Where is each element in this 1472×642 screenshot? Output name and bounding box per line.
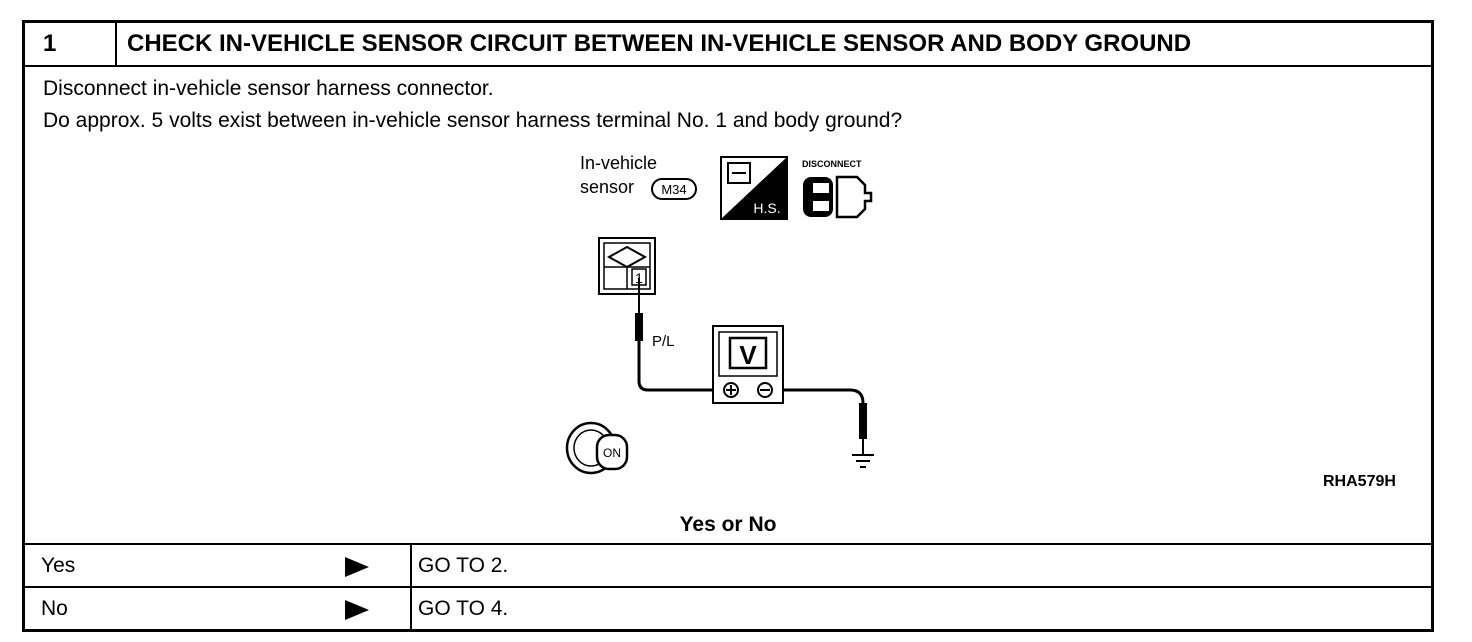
step-number: 1 [25, 23, 117, 65]
instructions: Disconnect in-vehicle sensor harness con… [43, 73, 902, 137]
positive-test-lead [635, 278, 713, 392]
instruction-line-2: Do approx. 5 volts exist between in-vehi… [43, 109, 903, 132]
answer-rows: Yes GO TO 2. No GO TO 4. [25, 543, 1431, 629]
voltmeter: V [712, 325, 784, 404]
action-yes: GO TO 2. [410, 545, 1418, 586]
harness-side-icon: H.S. [720, 156, 788, 220]
sensor-connector-face: 1 [598, 237, 656, 295]
ground-symbol [852, 454, 874, 468]
reference-code: RHA579H [1323, 473, 1396, 490]
arrow-icon [345, 557, 369, 577]
question-title: Yes or No [679, 513, 777, 536]
step-header: 1 CHECK IN-VEHICLE SENSOR CIRCUIT BETWEE… [25, 23, 1431, 67]
meter-label: V [739, 340, 757, 370]
arrow-icon [345, 600, 369, 620]
disconnect-icon: DISCONNECT [802, 159, 873, 219]
hs-icon-text: H.S. [753, 200, 780, 216]
action-no: GO TO 4. [410, 588, 1418, 629]
ignition-label: ON [603, 446, 621, 460]
sensor-label-line1: In-vehicle [580, 153, 657, 173]
connector-code-badge: M34 [651, 178, 697, 200]
wiring-diagram: In-vehicle sensor M34 H.S. DISCONNECT [565, 153, 874, 475]
connector-code: M34 [661, 182, 686, 197]
answer-row-no: No GO TO 4. [25, 586, 1431, 629]
negative-test-lead [783, 388, 867, 455]
inspection-procedure-table: 1 CHECK IN-VEHICLE SENSOR CIRCUIT BETWEE… [22, 20, 1434, 632]
instruction-line-1: Disconnect in-vehicle sensor harness con… [43, 77, 494, 100]
wire-color-label: P/L [652, 333, 675, 350]
ignition-on-icon: ON [565, 421, 629, 475]
sensor-label-line2: sensor [580, 177, 634, 197]
step-title: CHECK IN-VEHICLE SENSOR CIRCUIT BETWEEN … [127, 30, 1192, 57]
answer-row-yes: Yes GO TO 2. [25, 543, 1431, 586]
disconnect-label: DISCONNECT [802, 159, 862, 169]
answer-yes: Yes [41, 554, 76, 577]
answer-no: No [41, 597, 68, 620]
